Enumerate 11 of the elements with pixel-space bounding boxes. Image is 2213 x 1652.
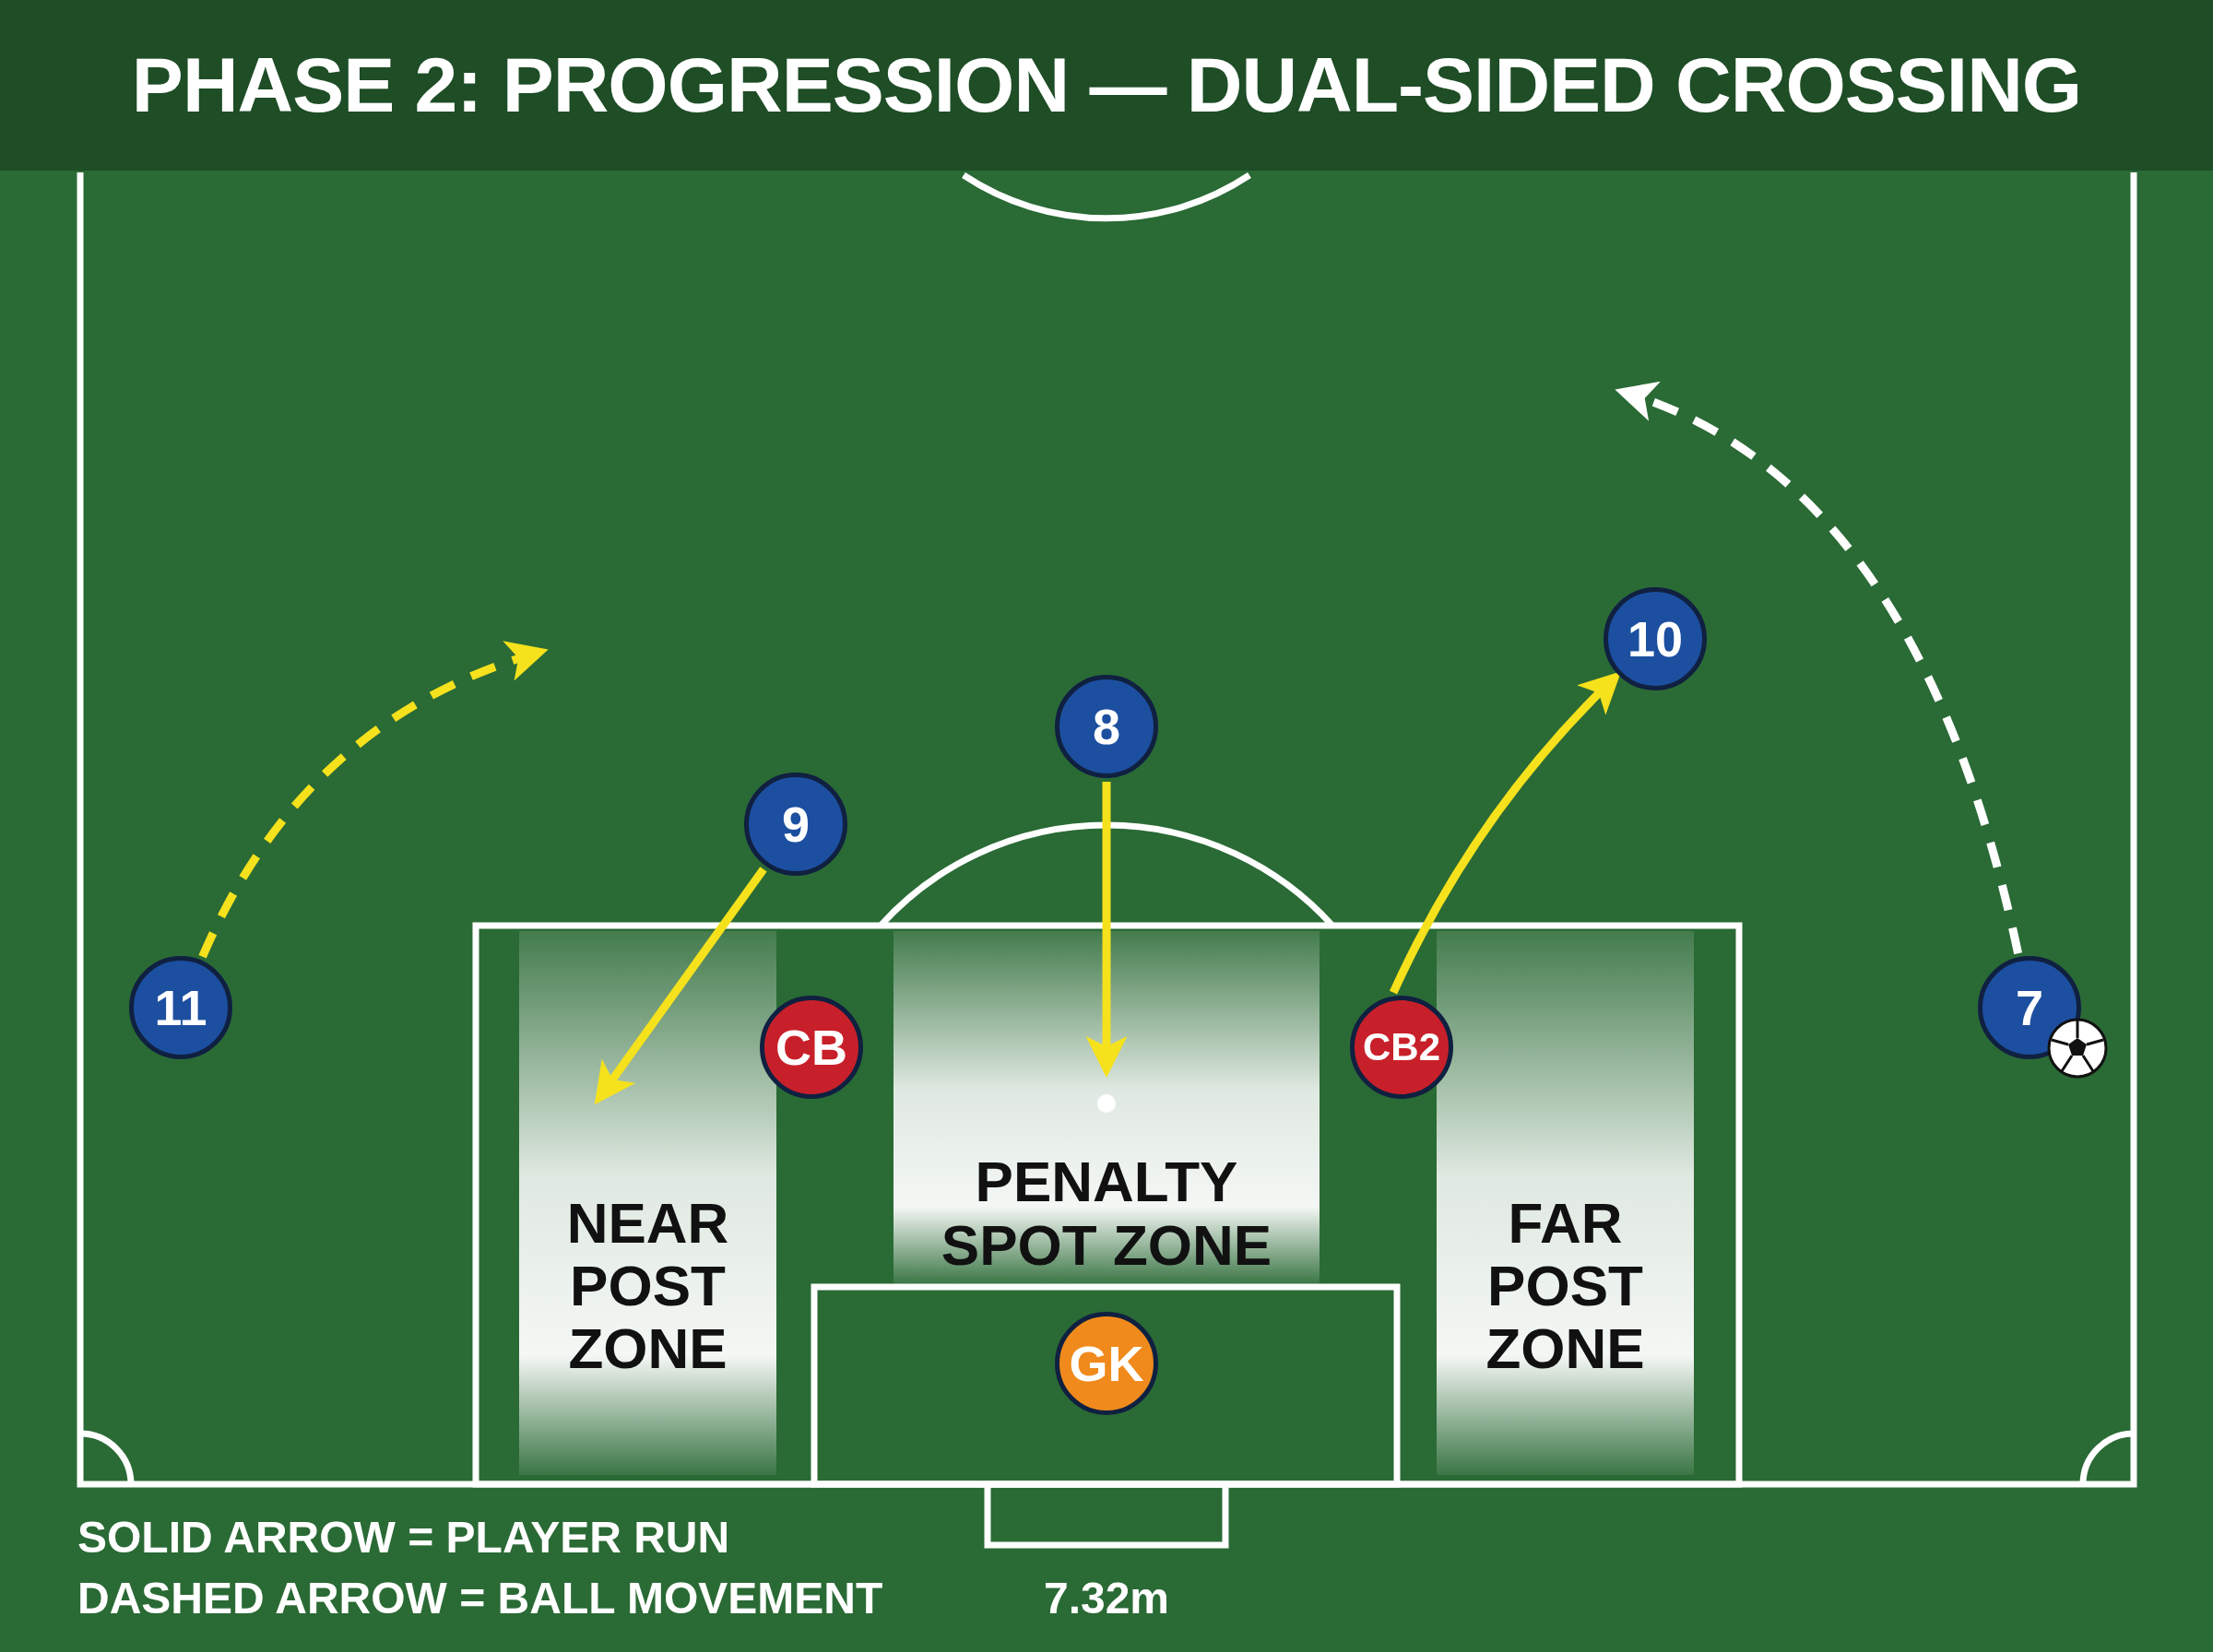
zone-band: PENALTY SPOT ZONE bbox=[893, 931, 1320, 1284]
arrow bbox=[1390, 671, 1622, 995]
title: PHASE 2: PROGRESSION — DUAL-SIDED CROSSING bbox=[0, 0, 2213, 171]
arrow bbox=[1615, 384, 2022, 955]
dimension-label: 7.32m bbox=[1043, 1573, 1170, 1623]
zone-band: NEAR POST ZONE bbox=[519, 931, 776, 1475]
arrow bbox=[1085, 782, 1128, 1078]
arrow bbox=[198, 642, 549, 959]
arrow bbox=[594, 867, 767, 1105]
legend-text: DASHED ARROW = BALL MOVEMENT bbox=[77, 1573, 883, 1623]
legend-text: SOLID ARROW = PLAYER RUN bbox=[77, 1512, 730, 1563]
